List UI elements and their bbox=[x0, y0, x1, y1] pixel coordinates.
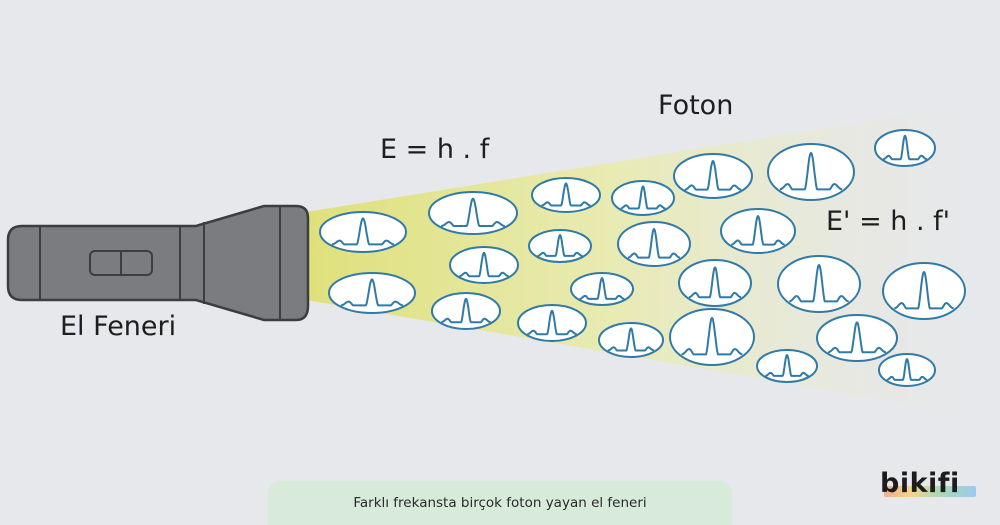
photon-wave-icon bbox=[669, 308, 755, 366]
photon-wave bbox=[526, 309, 578, 336]
photon-wave bbox=[681, 317, 743, 356]
photon-wave bbox=[619, 185, 667, 210]
photon-wave bbox=[788, 264, 850, 303]
formula-energy-prime: E' = h . f' bbox=[826, 206, 951, 237]
photon-wave-icon bbox=[673, 153, 753, 199]
photon-wave-icon bbox=[428, 191, 518, 235]
photon-wave bbox=[688, 266, 742, 299]
photon-wave bbox=[627, 228, 681, 259]
photon-wave bbox=[882, 134, 928, 161]
photon-wave-icon bbox=[816, 314, 898, 362]
photon-wave-icon bbox=[598, 322, 664, 358]
flashlight-icon bbox=[6, 204, 310, 322]
photon-wave-icon bbox=[449, 246, 519, 284]
photon-wave-icon bbox=[528, 229, 592, 263]
photon-wave bbox=[893, 271, 955, 310]
photon-wave-icon bbox=[720, 208, 796, 254]
photon-wave bbox=[340, 278, 404, 307]
photon-wave bbox=[458, 251, 510, 278]
photon-wave bbox=[536, 234, 584, 257]
photon-wave-icon bbox=[611, 180, 675, 216]
photon-wave bbox=[440, 297, 492, 324]
photon-wave-icon bbox=[319, 211, 407, 253]
flashlight-body bbox=[6, 204, 310, 322]
photon-wave-icon bbox=[777, 255, 861, 313]
photon-wave-icon bbox=[531, 177, 601, 213]
photon-wave bbox=[730, 215, 786, 246]
photon-wave-icon bbox=[756, 349, 818, 383]
photon-wave bbox=[331, 217, 395, 246]
photon-wave-icon bbox=[570, 272, 634, 306]
photon-wave-icon bbox=[878, 353, 936, 387]
photon-wave bbox=[827, 321, 887, 354]
caption-text: Farklı frekansta birçok foton yayan el f… bbox=[353, 495, 647, 511]
brand-logo: bikifi bbox=[880, 468, 960, 499]
formula-energy: E = h . f bbox=[380, 134, 490, 165]
photon-wave-icon bbox=[617, 221, 691, 267]
photon-wave bbox=[779, 152, 843, 191]
photon-wave bbox=[578, 277, 626, 300]
photon-wave bbox=[886, 358, 928, 381]
photon-wave-icon bbox=[431, 292, 501, 330]
photon-group bbox=[319, 129, 966, 387]
photon-wave-icon bbox=[517, 304, 587, 342]
brand-underline bbox=[884, 486, 976, 497]
photon-wave bbox=[607, 327, 655, 352]
photon-wave-icon bbox=[678, 259, 752, 307]
photon-wave bbox=[684, 160, 742, 191]
photon-wave-icon bbox=[874, 129, 936, 167]
photon-wave bbox=[764, 354, 810, 377]
photon-label: Foton bbox=[658, 90, 734, 121]
flashlight-label: El Feneri bbox=[60, 311, 177, 342]
photon-wave-icon bbox=[328, 272, 416, 314]
photon-wave bbox=[440, 197, 506, 227]
photon-wave-icon bbox=[882, 262, 966, 320]
photon-wave bbox=[540, 182, 592, 207]
caption-banner: Farklı frekansta birçok foton yayan el f… bbox=[268, 481, 732, 525]
photon-wave-icon bbox=[767, 143, 855, 201]
